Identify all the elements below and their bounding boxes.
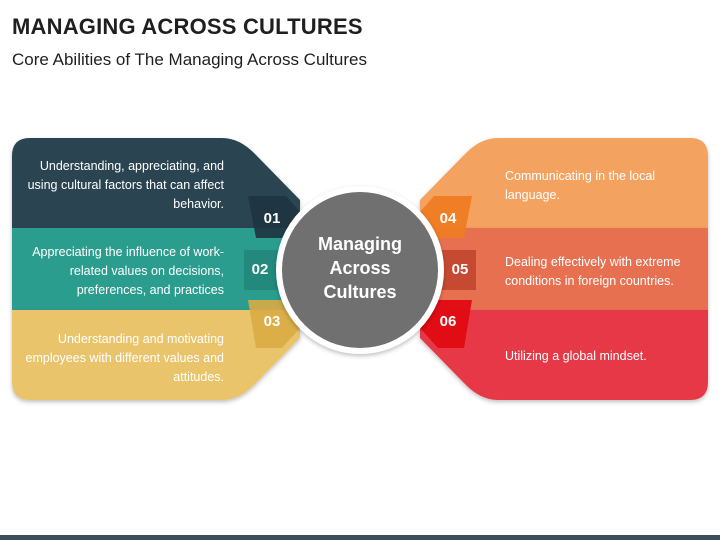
item-05-text: Dealing effectively with extreme conditi… — [505, 255, 681, 288]
panel-02 — [12, 228, 300, 310]
page-subtitle: Core Abilities of The Managing Across Cu… — [12, 50, 367, 69]
item-03-text: Understanding and motivating employees w… — [25, 332, 225, 384]
panel-01 — [12, 138, 300, 228]
item-04-number: 04 — [439, 210, 457, 227]
panel-06 — [420, 310, 708, 400]
item-06-text: Utilizing a global mindset. — [505, 349, 647, 363]
panel-04 — [420, 138, 708, 228]
panel-03 — [12, 310, 300, 400]
center-circle — [282, 192, 438, 348]
center-label: Managing Across Cultures — [318, 234, 402, 302]
item-03-number: 03 — [263, 313, 281, 330]
wedge-04 — [420, 196, 472, 238]
footer-bar — [0, 535, 720, 540]
item-06-number: 06 — [439, 313, 457, 330]
wedge-03 — [248, 300, 300, 348]
wedge-06 — [420, 300, 472, 348]
item-02-text: Appreciating the influence of work-relat… — [32, 245, 224, 297]
item-01-text: Understanding, appreciating, and using c… — [27, 159, 224, 211]
page-title: MANAGING ACROSS CULTURES — [12, 14, 363, 39]
panel-05 — [420, 228, 708, 310]
item-04-text: Communicating in the local language. — [505, 169, 656, 202]
item-01-number: 01 — [263, 210, 281, 227]
wedge-01 — [248, 196, 300, 238]
item-02-number: 02 — [251, 261, 269, 278]
item-05-number: 05 — [451, 261, 469, 278]
